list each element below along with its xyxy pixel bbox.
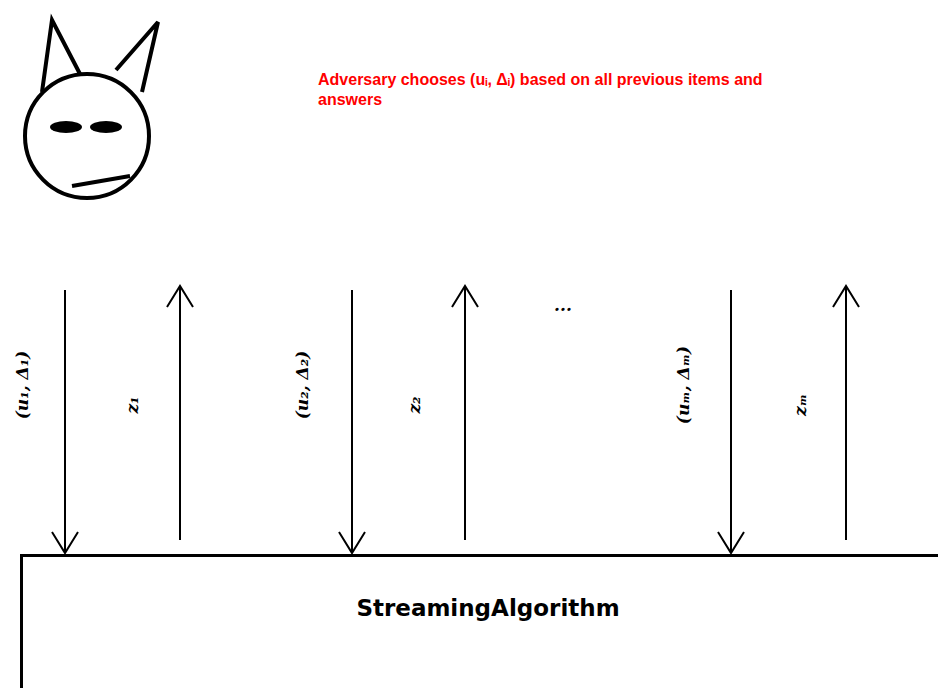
message-label: (u₁, Δ₁) (12, 351, 32, 419)
down-arrow (351, 290, 353, 553)
arrow-head (718, 532, 744, 553)
message-label: z₂ (404, 396, 424, 413)
up-arrow (464, 286, 466, 540)
up-arrow (179, 286, 181, 540)
arrow-head (52, 532, 78, 553)
up-arrow (845, 286, 847, 540)
message-label: (u₂, Δ₂) (292, 351, 312, 419)
right-ear (116, 22, 158, 92)
mouth (72, 176, 130, 186)
message-label: z₁ (122, 396, 142, 413)
right-eye (90, 121, 122, 133)
left-eye (50, 121, 82, 133)
ellipsis-label: ... (554, 295, 572, 315)
message-label: zₘ (790, 394, 810, 416)
arrow-head (167, 286, 193, 307)
arrow-head (339, 532, 365, 553)
algorithm-box: StreamingAlgorithm (20, 554, 938, 688)
arrow-head (833, 286, 859, 307)
arrow-head (452, 286, 478, 307)
down-arrow (730, 290, 732, 553)
down-arrow (64, 290, 66, 553)
box-title: StreamingAlgorithm (356, 595, 619, 621)
message-label: (uₘ, Δₘ) (673, 346, 693, 424)
adversary-note: Adversary chooses (uᵢ, Δᵢ) based on all … (318, 70, 798, 110)
face-circle (25, 74, 149, 198)
